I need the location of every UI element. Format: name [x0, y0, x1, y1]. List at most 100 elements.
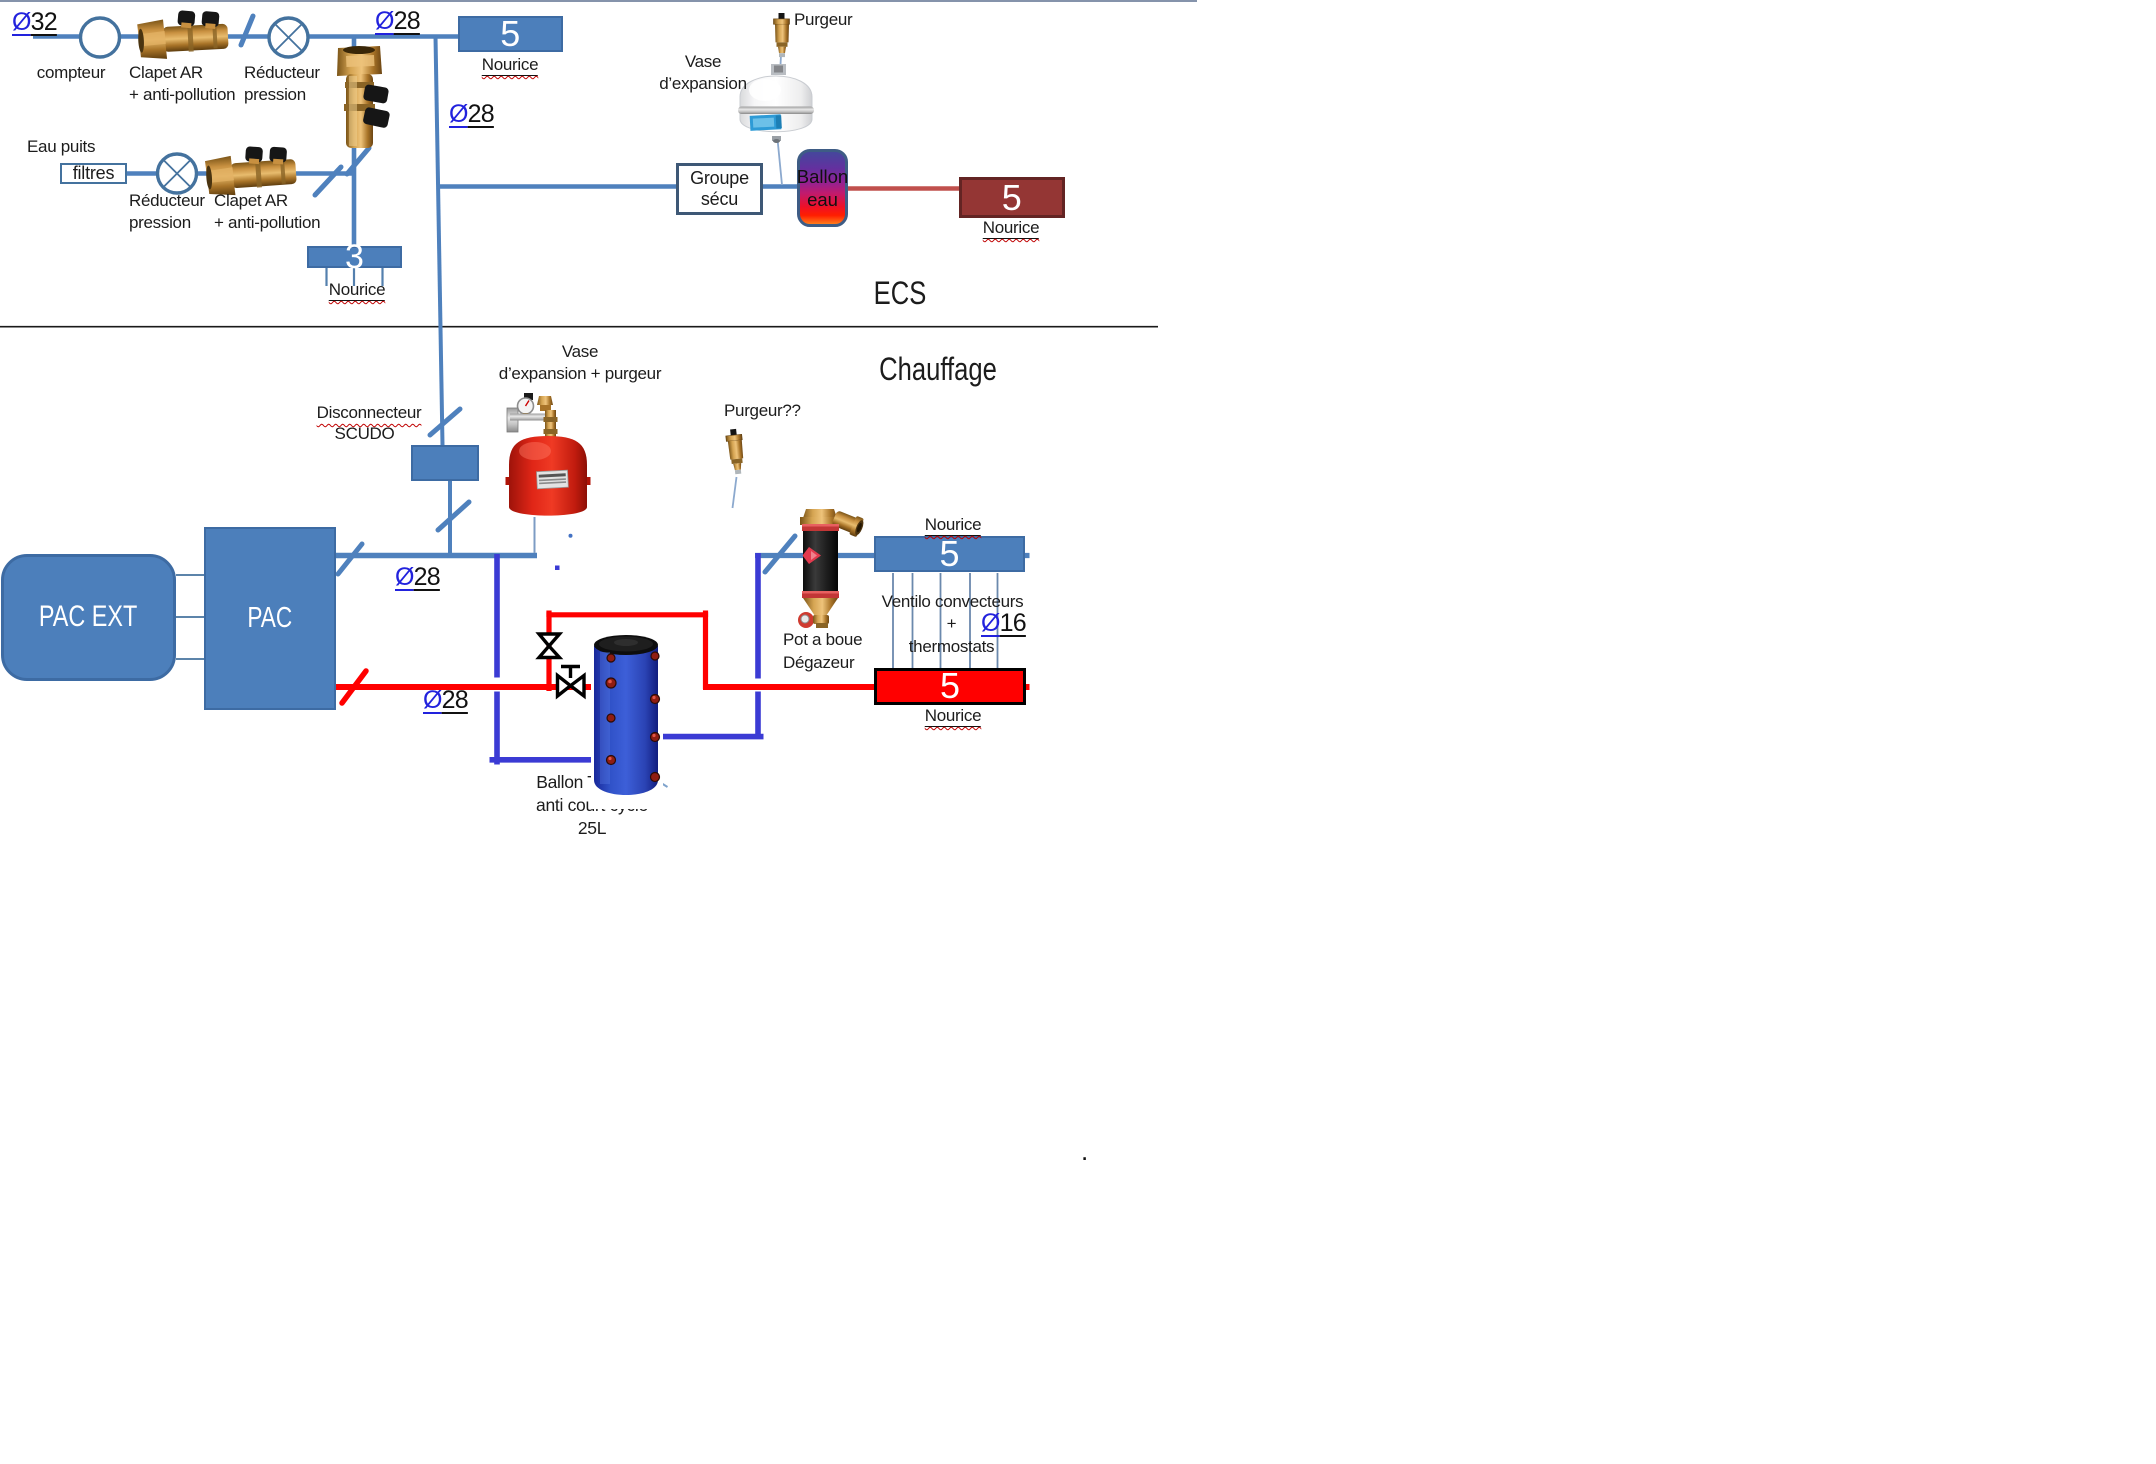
stray-period: . [1081, 1136, 1088, 1167]
label-text: Nourice [982, 218, 1040, 239]
nourice-label-3: Nourice [982, 217, 1040, 239]
ventilo-convecteurs-label: Ventilo convecteurs [882, 591, 1024, 613]
ecs-section-label: ECS [874, 276, 927, 310]
purgeur-q-connector [731, 476, 738, 509]
ventilo-plus-label: + [947, 613, 957, 635]
reducteur2-line2-text: pression [129, 212, 191, 232]
ventilo-ties [892, 573, 999, 668]
clapet-line2-text: + anti-pollution [129, 84, 236, 104]
diameter-28-retour: Ø28 [423, 686, 469, 714]
ballon-eau-box: Ballon eau [796, 148, 849, 227]
nourice-3-count: 3 [345, 237, 364, 276]
stray-dot-1 [568, 533, 573, 538]
filtres-label: filtres [72, 163, 115, 183]
scudo-label: SCUDO [335, 423, 395, 445]
clapet-ar-label-1: Clapet AR + anti-pollution [129, 62, 236, 106]
nourice-5-retour-count: 5 [939, 665, 961, 707]
ventilo-line3-text: thermostats [908, 637, 995, 656]
label-text: Nourice [924, 706, 982, 727]
vase-line2-text: d’expansion [659, 73, 747, 93]
pac-ext-box: PAC EXT [1, 554, 176, 681]
symbol-text: Ø [375, 7, 394, 35]
value-text: 32 [30, 8, 58, 36]
reducteur-line2-text: pression [244, 84, 306, 104]
groupe-secu-line1: Groupe [690, 168, 749, 188]
nourice-5-box-ecs: 5 [959, 177, 1065, 218]
ventilo-line2-text: + [946, 614, 957, 633]
symbol-text: Ø [449, 100, 468, 128]
vase-line1-text: Vase [684, 52, 722, 71]
compteur-label-text: compteur [36, 63, 106, 82]
symbol-text: Ø [981, 609, 1000, 637]
reducteur-photo [337, 46, 390, 148]
value-text: 28 [413, 563, 441, 591]
valve-hourglass [535, 632, 564, 660]
vase-expansion-chauffage-label: Vase d’expansion + purgeur [498, 341, 662, 385]
nourice-label-5: Nourice [924, 705, 982, 727]
vase-purgeur-line2-text: d’expansion + purgeur [498, 363, 662, 383]
clapet-line1-text: Clapet AR [129, 63, 203, 82]
reducteur2-line1-text: Réducteur [129, 191, 205, 210]
nourice-label-1: Nourice [481, 54, 539, 76]
purgeur-label-text: Purgeur [794, 10, 853, 29]
diameter-28-drop: Ø28 [449, 100, 495, 128]
ballon-tampon-line3-text: 25L [578, 818, 607, 838]
nourice-5-box-eau-froide: 5 [457, 12, 563, 54]
nourice-5-box-depart: 5 [874, 532, 1025, 574]
label-text: Nourice [481, 55, 539, 76]
purgeur-q-label-text: Purgeur?? [724, 401, 801, 420]
diameter-28-depart: Ø28 [395, 563, 441, 591]
label-text: Nourice [328, 280, 386, 301]
isolation-valves [238, 13, 798, 577]
chauffage-section-label: Chauffage [879, 352, 997, 386]
symbol-text: Ø [12, 8, 31, 36]
pot-a-boue-line2-text: Dégazeur [783, 652, 855, 672]
clapet2-line1-text: Clapet AR [214, 191, 288, 210]
thermostats-label: thermostats [909, 636, 995, 658]
ventilo-line1-text: Ventilo convecteurs [881, 592, 1024, 611]
value-text: 28 [467, 100, 495, 128]
reducteur-pression-symbol-1 [267, 16, 310, 59]
nourice-5-depart-count: 5 [939, 532, 960, 574]
vase-expansion-ecs-label: Vase d’expansion [659, 51, 747, 95]
top-bar [0, 0, 1197, 2]
value-text: 28 [441, 686, 469, 714]
label-text: Nourice [924, 515, 982, 536]
stray-dot-2 [555, 565, 560, 570]
vase-purgeur-line1-text: Vase [561, 342, 599, 361]
disconnecteur-line2-text: SCUDO [334, 424, 395, 443]
pot-a-boue-line1-text: Pot a boue [783, 630, 863, 649]
vase-expansion-chauffage-photo [505, 393, 591, 516]
nourice-label-2: Nourice [328, 279, 386, 301]
reducteur-pression-symbol-2 [155, 152, 199, 195]
diameter-32: Ø32 [12, 8, 58, 36]
reducteur-pression-label-1: Réducteur pression [244, 62, 320, 106]
compteur-label: compteur [36, 62, 106, 84]
nourice-5-count: 5 [500, 12, 521, 54]
stray-dot-text: . [1081, 1136, 1089, 1166]
pac-label: PAC [247, 601, 293, 634]
disconnecteur-label: Disconnecteur [317, 402, 422, 424]
groupe-secu-line2: sécu [700, 189, 739, 209]
chauffage-label-text: Chauffage [879, 351, 997, 387]
disconnecteur-line1-text: Disconnecteur [316, 403, 422, 422]
isolation-valve-red [339, 668, 369, 706]
ballon-eau-line2: eau [807, 188, 838, 210]
ballon-eau-line1: Ballon [796, 165, 849, 187]
symbol-text: Ø [395, 563, 414, 591]
ballon-tampon-photo [591, 627, 663, 809]
nourice-label-4: Nourice [924, 514, 982, 536]
reducteur-line1-text: Réducteur [244, 63, 320, 82]
pipe-tampon-bleu [489, 553, 764, 765]
eau-puits-label: Eau puits [27, 136, 95, 158]
diameter-16: Ø16 [981, 609, 1027, 637]
value-text: 16 [999, 609, 1027, 637]
compteur-symbol [78, 16, 122, 59]
valve-bowtie-t [555, 664, 586, 700]
groupe-secu-box: Groupe sécu [676, 163, 763, 215]
nourice-5-box-retour: 5 [874, 665, 1026, 707]
purgeur-label: Purgeur [794, 9, 853, 31]
